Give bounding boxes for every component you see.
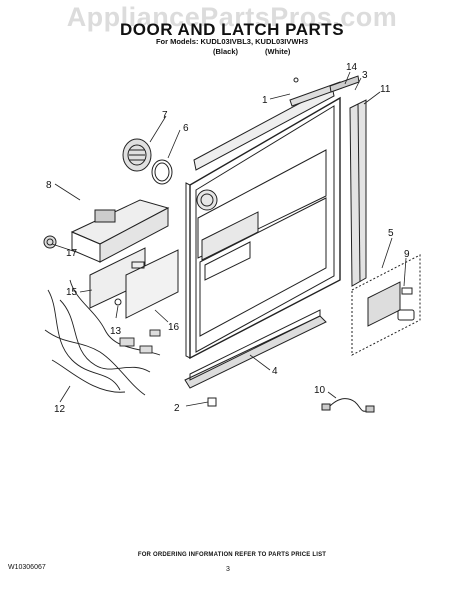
color-black-label: (Black)	[213, 47, 239, 56]
callout-9: 9	[404, 249, 410, 260]
models-line: For Models: KUDL03IVBL3, KUDL03IVWH3	[155, 37, 309, 46]
latch-cable	[321, 398, 375, 413]
vent-assembly	[122, 138, 173, 185]
wiring-harness	[44, 279, 161, 396]
ordering-note: FOR ORDERING INFORMATION REFER TO PARTS …	[137, 552, 327, 558]
callout-16: 16	[168, 322, 180, 333]
inner-door-panel	[185, 85, 341, 360]
callout-7: 7	[162, 110, 168, 121]
callout-10: 10	[314, 385, 326, 396]
callout-5: 5	[388, 228, 394, 239]
page-title: DOOR AND LATCH PARTS	[119, 20, 345, 39]
top-strip	[289, 75, 360, 107]
document-number: W10306067	[8, 564, 46, 571]
callout-2: 2	[174, 403, 180, 414]
callout-12: 12	[54, 404, 66, 415]
latch-assembly	[351, 254, 421, 356]
leader-lines	[51, 71, 407, 407]
callout-11: 11	[380, 84, 391, 95]
bottom-trim	[184, 309, 327, 407]
color-white-label: (White)	[265, 47, 291, 56]
callout-3: 3	[362, 70, 368, 81]
callout-8: 8	[46, 180, 52, 191]
callout-17: 17	[66, 248, 78, 259]
callout-1: 1	[262, 95, 268, 106]
control-boards	[89, 247, 179, 319]
control-housing	[43, 199, 170, 263]
side-gasket	[349, 99, 367, 287]
callout-4: 4	[272, 366, 278, 377]
callout-15: 15	[66, 287, 78, 298]
page-number: 3	[226, 566, 230, 573]
callout-6: 6	[183, 123, 189, 134]
watermark: AppliancePartsPros.com	[66, 2, 398, 32]
callout-13: 13	[110, 326, 122, 337]
callout-14: 14	[346, 62, 358, 73]
